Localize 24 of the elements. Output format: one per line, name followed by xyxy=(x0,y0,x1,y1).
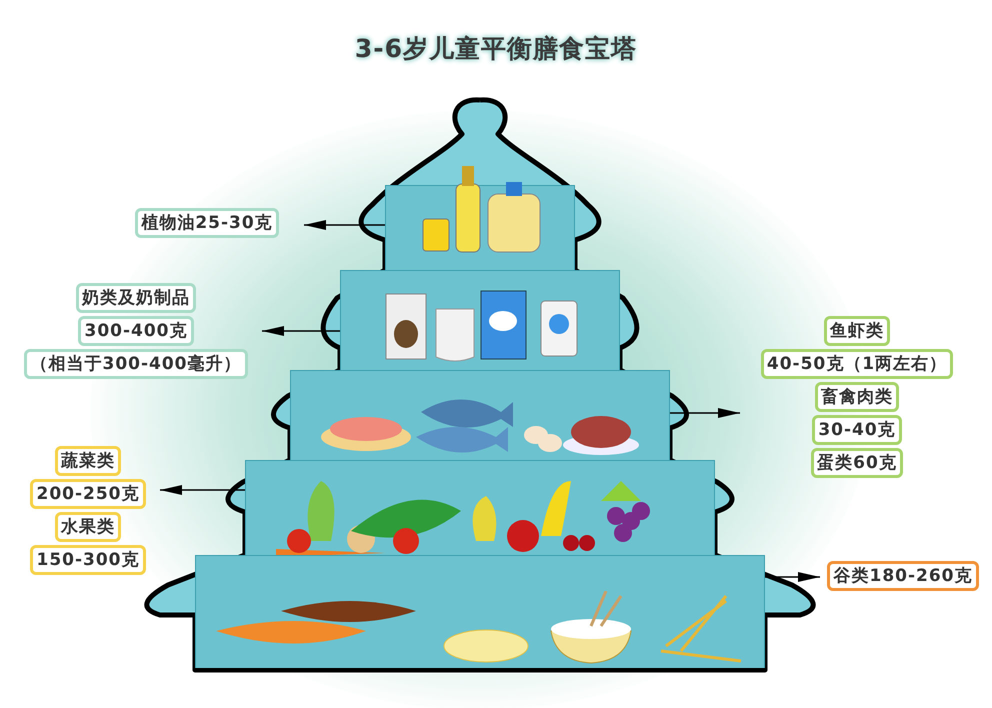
pagoda-tier xyxy=(245,460,715,555)
amount-label: 300-400克 xyxy=(78,316,194,346)
arrow xyxy=(765,572,820,582)
arrow xyxy=(670,408,740,418)
amount-label: 蛋类60克 xyxy=(811,448,903,478)
amount-label: 鱼虾类 xyxy=(824,316,890,346)
amount-label: 蔬菜类 xyxy=(55,446,121,476)
pagoda-tier xyxy=(195,555,765,668)
arrow xyxy=(160,485,245,495)
amount-label: 畜禽肉类 xyxy=(815,382,899,412)
amount-label: 植物油25-30克 xyxy=(135,208,279,238)
arrow xyxy=(304,220,385,230)
amount-label: 水果类 xyxy=(55,512,121,542)
amount-label: 40-50克（1两左右） xyxy=(760,349,954,379)
amount-label: 奶类及奶制品 xyxy=(76,283,196,313)
amount-label: 谷类180-260克 xyxy=(827,561,979,591)
pagoda-tier xyxy=(340,270,620,370)
amount-label: 30-40克 xyxy=(812,415,902,445)
arrow xyxy=(262,326,340,336)
amount-label: 150-300克 xyxy=(30,545,146,575)
amount-label: （相当于300-400毫升） xyxy=(24,349,248,379)
amount-label: 200-250克 xyxy=(30,479,146,509)
title: 3-6岁儿童平衡膳食宝塔 xyxy=(354,33,638,65)
pagoda-tier xyxy=(290,370,670,460)
